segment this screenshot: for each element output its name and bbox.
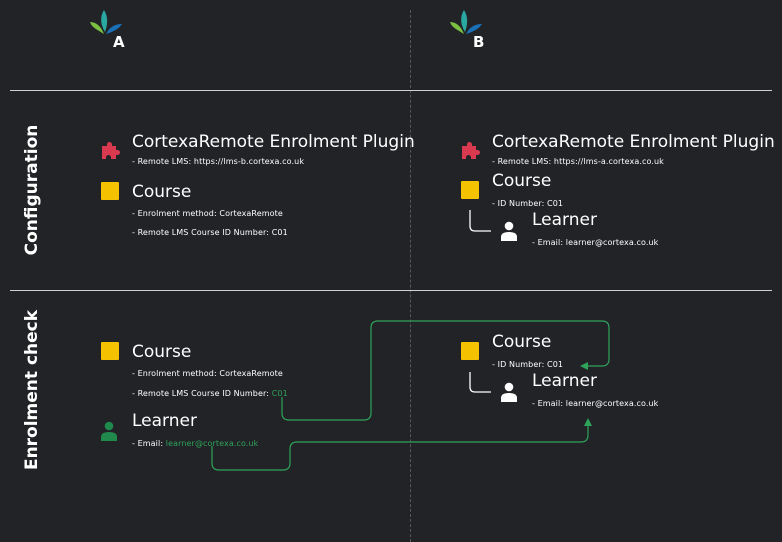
column-label-b: B: [473, 33, 485, 51]
config-a-plugin-remote-lms: - Remote LMS: https://lms-b.cortexa.co.u…: [132, 157, 305, 166]
row-divider-top: [10, 90, 772, 91]
tree-connector-icon: [469, 210, 491, 232]
check-a-course-remote-id-value: C01: [271, 389, 288, 398]
puzzle-piece-icon: [462, 142, 480, 159]
leaf-logo-icon: [450, 10, 482, 34]
check-a-learner-title: Learner: [132, 411, 197, 431]
learner-email-match-arrow: [211, 418, 592, 471]
person-icon: [101, 421, 117, 441]
check-b-course-id: - ID Number: C01: [492, 360, 564, 369]
config-b-course-title: Course: [492, 171, 552, 191]
config-b-course-id: - ID Number: C01: [492, 199, 564, 208]
puzzle-piece-icon: [102, 142, 120, 159]
config-b-learner-email: - Email: learner@cortexa.co.uk: [532, 238, 659, 247]
check-b-course-title: Course: [492, 332, 552, 352]
check-a-course-remote-id: - Remote LMS Course ID Number: C01: [132, 389, 288, 398]
person-icon: [501, 221, 517, 241]
row-label-enrolment-check: Enrolment check: [22, 309, 42, 471]
square-icon: [101, 182, 119, 200]
square-icon: [101, 342, 119, 360]
config-b-plugin-title: CortexaRemote Enrolment Plugin: [492, 132, 775, 152]
column-label-a: A: [113, 33, 125, 51]
check-a-learner-email: - Email: learner@cortexa.co.uk: [132, 439, 259, 448]
column-divider: [410, 10, 411, 542]
person-icon: [501, 382, 517, 402]
leaf-logo-icon: [90, 10, 122, 34]
check-a-learner-email-value: learner@cortexa.co.uk: [165, 439, 259, 448]
check-a-course-title: Course: [132, 342, 192, 362]
config-a-plugin-title: CortexaRemote Enrolment Plugin: [132, 132, 415, 152]
config-a-course-method: - Enrolment method: CortexaRemote: [132, 209, 283, 218]
square-icon: [461, 181, 479, 199]
tree-connector-icon: [469, 372, 491, 393]
config-b-plugin-remote-lms: - Remote LMS: https://lms-a.cortexa.co.u…: [492, 157, 664, 166]
config-a-course-title: Course: [132, 182, 192, 202]
check-b-learner-email: - Email: learner@cortexa.co.uk: [532, 399, 659, 408]
config-a-course-remote-id: - Remote LMS Course ID Number: C01: [132, 228, 288, 237]
check-a-course-method: - Enrolment method: CortexaRemote: [132, 369, 283, 378]
check-b-learner-title: Learner: [532, 371, 597, 391]
square-icon: [461, 342, 479, 360]
config-b-learner-title: Learner: [532, 210, 597, 230]
row-divider-middle: [10, 290, 772, 291]
